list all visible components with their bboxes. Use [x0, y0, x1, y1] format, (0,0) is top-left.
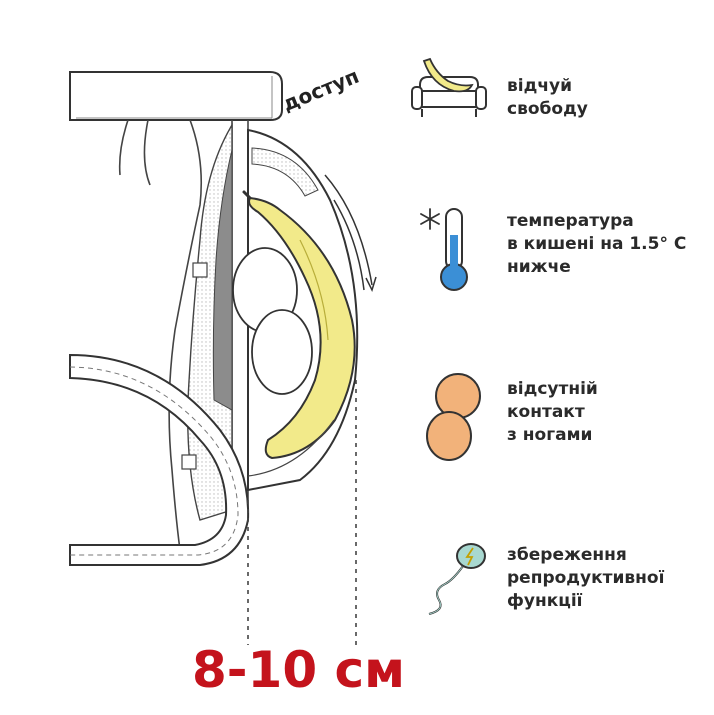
panel-tab [192, 262, 208, 278]
measure-label: 8-10 см [192, 641, 406, 699]
thermometer-snowflake-icon [420, 208, 468, 291]
waistband [69, 71, 283, 121]
sperm-icon [428, 543, 486, 615]
panel-tab [181, 454, 197, 470]
pocket-pouch [232, 128, 359, 492]
banana-shape [248, 196, 356, 460]
measurement-guides [247, 380, 357, 645]
feature-temperature: температура в кишені на 1.5° С нижче [507, 211, 687, 277]
feature-no-contact: відсутній контакт з ногами [507, 379, 598, 445]
motion-arrows [324, 174, 377, 293]
feature-freedom: відчуй свободу [507, 76, 588, 119]
inner-dark-panel [212, 149, 233, 411]
banana-sofa-icon [411, 57, 487, 117]
snowflake-icon [420, 208, 440, 230]
feature-reproductive: збереження репродуктивної функції [507, 545, 665, 611]
eggs-icon [426, 373, 481, 461]
leg-band [69, 353, 250, 566]
